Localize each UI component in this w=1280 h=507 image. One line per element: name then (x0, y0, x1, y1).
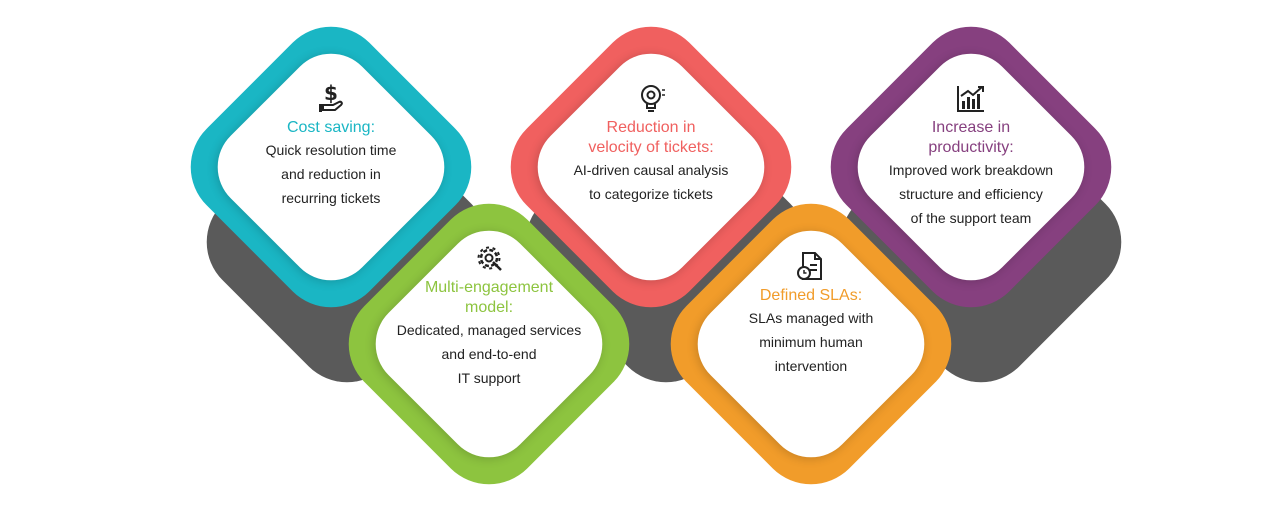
card-desc-line: AI-driven causal analysis (573, 162, 729, 178)
gear-tools-icon (477, 246, 502, 271)
growth-chart-icon (957, 86, 984, 112)
card-title-line: Multi-engagement (424, 279, 554, 296)
card-title-line: Reduction in (606, 119, 696, 136)
card-productivity: Increase in productivity: Improved work … (861, 82, 1081, 230)
document-clock-icon (797, 252, 822, 280)
card-defined-slas: Defined SLAs: SLAs managed with minimum … (701, 250, 921, 378)
card-title-line: Defined SLAs: (759, 287, 863, 304)
svg-text:$: $ (324, 82, 338, 105)
card-desc-line: Quick resolution time (265, 142, 397, 158)
card-desc-line: minimum human (759, 334, 863, 350)
card-desc-line: and end-to-end (441, 346, 537, 362)
card-desc-line: to categorize tickets (589, 186, 713, 202)
card-desc-line: structure and efficiency (899, 186, 1043, 202)
card-desc-line: Dedicated, managed services (396, 322, 582, 338)
card-desc-line: SLAs managed with (748, 310, 874, 326)
card-title-line: velocity of tickets: (588, 139, 714, 156)
card-desc-line: of the support team (910, 210, 1032, 226)
lightbulb-gear-icon (641, 85, 665, 112)
card-desc-line: IT support (457, 370, 521, 386)
card-title-line: Increase in (931, 119, 1011, 136)
card-title-line: productivity: (928, 139, 1014, 156)
card-desc-line: and reduction in (281, 166, 381, 182)
dollar-hand-icon: $ (319, 82, 343, 112)
card-desc-line: intervention (774, 358, 848, 374)
card-cost-saving: $ Cost saving: Quick resolution time and… (221, 82, 441, 210)
card-desc-line: recurring tickets (281, 190, 381, 206)
card-title-line: model: (464, 299, 514, 316)
card-reduction-velocity: Reduction in velocity of tickets: AI-dri… (541, 82, 761, 206)
card-multi-engagement: Multi-engagement model: Dedicated, manag… (379, 242, 599, 390)
card-desc-line: Improved work breakdown (888, 162, 1054, 178)
card-title-line: Cost saving: (286, 119, 376, 136)
